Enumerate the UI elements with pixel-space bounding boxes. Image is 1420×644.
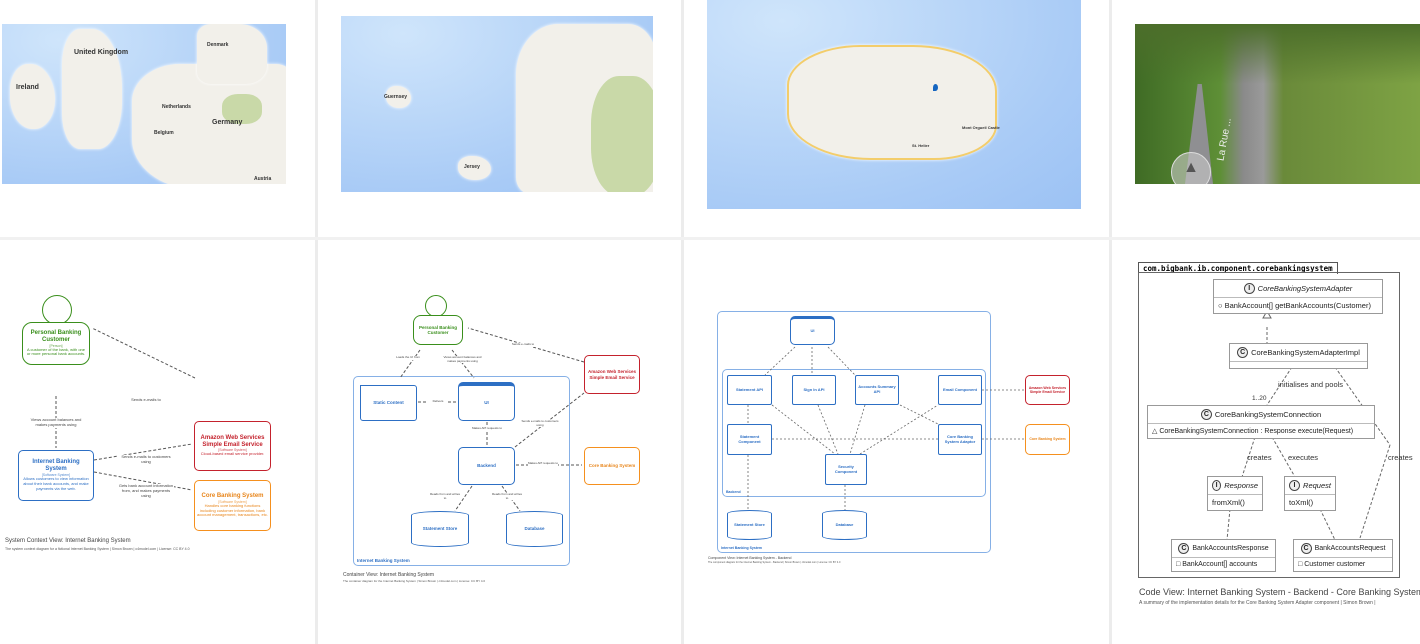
container-static-content[interactable]: Static Content — [360, 385, 417, 421]
grid-divider — [1109, 0, 1112, 644]
component-ui[interactable]: UI — [790, 316, 835, 345]
container-backend[interactable]: Backend — [458, 447, 515, 485]
map-label: Mont Orgueil Castle — [962, 125, 1000, 130]
edge-label: Loads the UI from — [393, 355, 423, 360]
navigate-forward-icon[interactable]: ▲ — [1171, 152, 1211, 184]
jersey-map-thumbnail[interactable]: St. Helier Mont Orgueil Castle — [707, 0, 1081, 209]
component-security[interactable]: Security Component — [825, 454, 867, 485]
container-arrows — [399, 327, 585, 512]
package-boundary — [1138, 272, 1400, 578]
grid-divider — [681, 0, 684, 644]
grid-divider — [315, 0, 318, 644]
europe-map-thumbnail[interactable]: United Kingdom Ireland Denmark Netherlan… — [2, 24, 286, 184]
edge-multiplicity: 1..20 — [1252, 395, 1267, 402]
diagram-subcaption: The component diagram for the Internet B… — [708, 561, 841, 564]
system-core-banking[interactable]: Core Banking System — [1025, 424, 1070, 455]
channel-islands-map-thumbnail[interactable]: Guernsey Jersey — [341, 16, 653, 192]
edge-label: creates — [1247, 453, 1272, 462]
map-label: Germany — [212, 119, 243, 126]
diagram-caption: Code View: Internet Banking System - Bac… — [1139, 587, 1420, 597]
component-sign-in-api[interactable]: Sign In API — [792, 375, 836, 405]
system-core-banking[interactable]: Core Banking System — [584, 447, 640, 485]
boundary-internet-banking-system: Internet Banking System — [353, 376, 570, 566]
edge-label: Sends e-mails to customers using — [520, 419, 560, 428]
component-statement-api[interactable]: Statement API — [727, 375, 772, 405]
edge-label: Sends e-mails to — [126, 397, 166, 403]
map-label: Jersey — [464, 164, 480, 170]
container-database[interactable]: Database — [822, 510, 867, 540]
component-arrows — [747, 346, 1025, 510]
edge-label: Views account balances and makes payment… — [440, 355, 485, 364]
component-statement[interactable]: Statement Component — [727, 424, 772, 455]
edge-label: Delivers — [428, 399, 448, 404]
container-statement-store[interactable]: Statement Store — [727, 510, 772, 540]
edge-label: Gets bank account information from, and … — [118, 483, 174, 499]
component-accounts-summary-api[interactable]: Accounts Summary API — [855, 375, 899, 405]
diagram-caption: Container View: Internet Banking System — [343, 572, 435, 578]
road-label: La Rue ... — [1215, 117, 1234, 162]
package-tab: com.bigbank.ib.component.corebankingsyst… — [1138, 262, 1338, 274]
system-aws-ses[interactable]: Amazon Web Services Simple Email Service… — [194, 421, 271, 471]
edge-label: Makes API requests to — [472, 426, 503, 431]
diagram-caption: Component View: Internet Banking System … — [708, 556, 792, 560]
system-internet-banking[interactable]: Internet Banking System[Software System]… — [18, 450, 94, 501]
diagram-caption: System Context View: Internet Banking Sy… — [5, 538, 131, 544]
system-aws-ses[interactable]: Amazon Web Services Simple Email Service — [1025, 375, 1070, 405]
container-statement-store[interactable]: Statement Store — [411, 511, 469, 547]
person-personal-banking-customer[interactable]: Personal Banking Customer — [413, 315, 463, 345]
edge-label: Reads from and writes to — [430, 492, 461, 501]
person-head-icon — [42, 295, 72, 325]
map-label: Ireland — [16, 84, 39, 91]
edge-label: initialises and pools — [1278, 380, 1344, 389]
diagram-subcaption: A summary of the implementation details … — [1139, 600, 1376, 606]
diagram-subcaption: The system context diagram for a fiction… — [5, 547, 190, 551]
edge-label: Makes API requests to — [528, 461, 559, 466]
map-label: Austria — [254, 176, 272, 182]
component-email[interactable]: Email Component — [938, 375, 982, 405]
map-label: Belgium — [154, 130, 174, 136]
component-core-banking-adaptor[interactable]: Core Banking System Adaptor — [938, 424, 982, 455]
edge-label: Sends e-mails to — [508, 342, 538, 347]
edge-label: creates — [1388, 453, 1413, 462]
map-label: Denmark — [207, 42, 229, 48]
system-aws-ses[interactable]: Amazon Web Services Simple Email Service — [584, 355, 640, 394]
map-label: Netherlands — [162, 104, 191, 110]
edge-label: Sends e-mails to customers using — [118, 454, 174, 465]
boundary-internet-banking-system: Internet Banking System — [717, 311, 991, 553]
container-database[interactable]: Database — [506, 511, 563, 547]
map-label: United Kingdom — [74, 49, 129, 56]
map-label: Guernsey — [384, 94, 408, 100]
boundary-backend: Backend — [722, 369, 986, 497]
edge-label: executes — [1288, 453, 1319, 462]
container-ui[interactable]: UI — [458, 382, 515, 421]
map-label: St. Helier — [912, 143, 930, 148]
person-personal-banking-customer[interactable]: Personal Banking Customer[Person]A custo… — [22, 322, 90, 365]
edge-label: Views account balances and makes payment… — [28, 417, 84, 428]
grid-divider — [0, 237, 1420, 240]
diagram-subcaption: The container diagram for the Internet B… — [343, 579, 486, 583]
edge-label: Reads from and writes to — [492, 492, 523, 501]
street-view-thumbnail[interactable]: La Rue ... ▲ — [1135, 24, 1420, 184]
person-head-icon — [425, 295, 447, 317]
system-core-banking[interactable]: Core Banking System[Software System]Hand… — [194, 480, 271, 531]
